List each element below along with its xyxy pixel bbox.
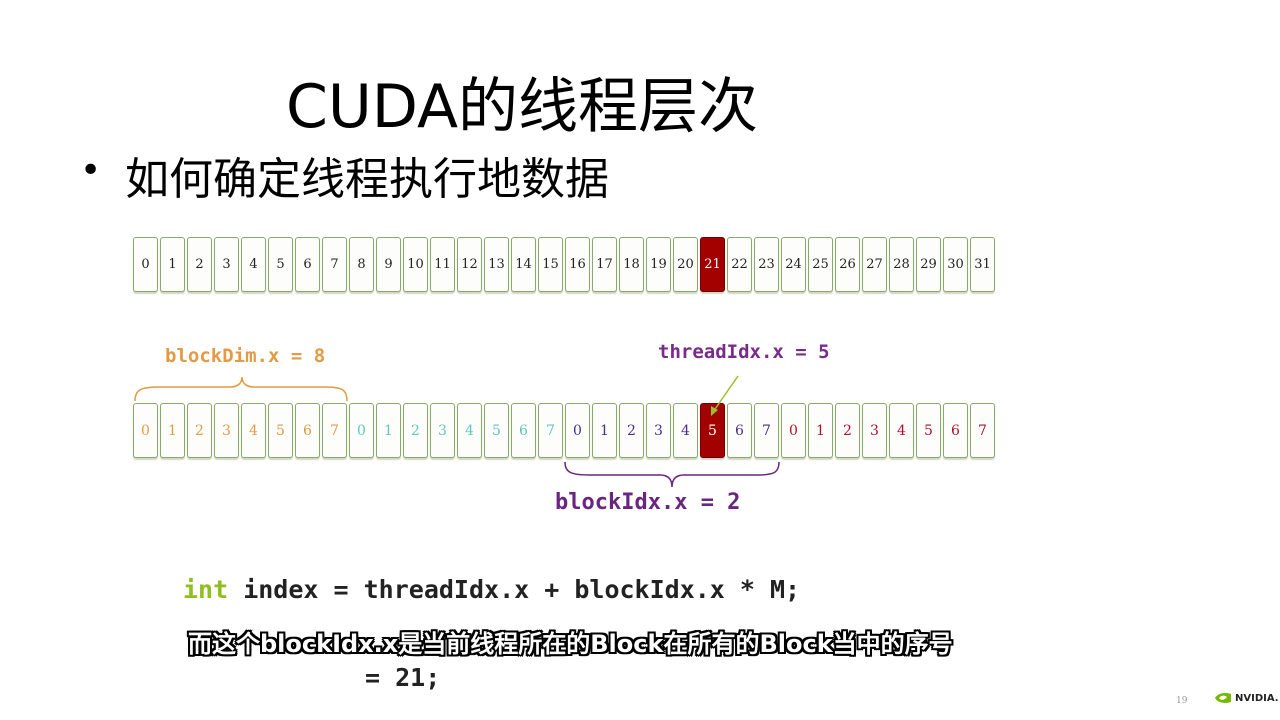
global-thread-cell: 22 (727, 237, 752, 292)
block-thread-cell: 2 (835, 403, 860, 458)
global-thread-cell: 29 (916, 237, 941, 292)
global-thread-cell: 30 (943, 237, 968, 292)
global-thread-cell: 23 (754, 237, 779, 292)
block-thread-cell: 0 (133, 403, 158, 458)
block-thread-cell: 5 (484, 403, 509, 458)
global-thread-cell: 15 (538, 237, 563, 292)
block-thread-cell: 6 (943, 403, 968, 458)
block-thread-cell: 6 (295, 403, 320, 458)
nvidia-eye-icon (1215, 693, 1231, 703)
global-thread-cell: 11 (430, 237, 455, 292)
global-thread-cell: 16 (565, 237, 590, 292)
block-thread-cell: 4 (457, 403, 482, 458)
global-thread-cell: 9 (376, 237, 401, 292)
code-line-result: = 21; (365, 663, 441, 692)
block-thread-cell: 6 (511, 403, 536, 458)
slide-title: CUDA的线程层次 (286, 72, 759, 142)
block-thread-cell: 0 (349, 403, 374, 458)
global-thread-cell: 25 (808, 237, 833, 292)
global-thread-cell: 10 (403, 237, 428, 292)
block-thread-cell: 6 (727, 403, 752, 458)
block-thread-cell: 7 (538, 403, 563, 458)
block-thread-cell: 4 (241, 403, 266, 458)
block-thread-cell: 4 (889, 403, 914, 458)
global-thread-cell: 27 (862, 237, 887, 292)
block-thread-cell: 5 (268, 403, 293, 458)
global-thread-cell: 20 (673, 237, 698, 292)
block-thread-cell: 7 (970, 403, 995, 458)
block-thread-cell: 2 (187, 403, 212, 458)
global-thread-cell: 21 (700, 237, 725, 292)
global-thread-cell: 2 (187, 237, 212, 292)
page-number: 19 (1176, 696, 1188, 706)
block-thread-cell: 3 (214, 403, 239, 458)
global-thread-cell: 8 (349, 237, 374, 292)
block-thread-cell: 0 (565, 403, 590, 458)
global-thread-cell: 4 (241, 237, 266, 292)
block-idx-label: blockIdx.x = 2 (555, 490, 741, 515)
global-thread-cell: 18 (619, 237, 644, 292)
global-thread-cell: 31 (970, 237, 995, 292)
code-line-index: int index = threadIdx.x + blockIdx.x * M… (183, 575, 800, 604)
bullet-text: 如何确定线程执行地数据 (125, 154, 609, 205)
global-thread-cell: 0 (133, 237, 158, 292)
global-thread-cell: 6 (295, 237, 320, 292)
block-dim-label: blockDim.x = 8 (165, 345, 326, 367)
nvidia-logo-text: NVIDIA. (1235, 692, 1279, 704)
block-thread-cell: 3 (430, 403, 455, 458)
block-thread-cell: 5 (700, 403, 725, 458)
thread-idx-label: threadIdx.x = 5 (658, 341, 830, 363)
global-thread-cell: 7 (322, 237, 347, 292)
bullet-point-icon: • (80, 150, 102, 191)
global-thread-cell: 5 (268, 237, 293, 292)
block-thread-cell: 5 (916, 403, 941, 458)
global-thread-cell: 12 (457, 237, 482, 292)
block-thread-cell: 1 (160, 403, 185, 458)
block-thread-cell: 0 (781, 403, 806, 458)
block-thread-cell: 2 (619, 403, 644, 458)
global-thread-cell: 19 (646, 237, 671, 292)
global-thread-cell: 3 (214, 237, 239, 292)
block-thread-cell: 1 (376, 403, 401, 458)
code-expression: index = threadIdx.x + blockIdx.x * M; (228, 575, 801, 604)
block-thread-cell: 1 (808, 403, 833, 458)
block-thread-cell: 7 (754, 403, 779, 458)
global-thread-cell: 1 (160, 237, 185, 292)
block-thread-cell: 4 (673, 403, 698, 458)
block-thread-cell: 3 (862, 403, 887, 458)
global-thread-cell: 14 (511, 237, 536, 292)
block-thread-cell: 7 (322, 403, 347, 458)
global-thread-cell: 17 (592, 237, 617, 292)
global-thread-cell: 24 (781, 237, 806, 292)
global-thread-cell: 26 (835, 237, 860, 292)
global-thread-cell: 13 (484, 237, 509, 292)
block-dim-brace (134, 376, 348, 402)
block-thread-cell: 3 (646, 403, 671, 458)
block-thread-cell: 1 (592, 403, 617, 458)
code-keyword: int (183, 575, 229, 604)
nvidia-logo: NVIDIA. (1214, 692, 1279, 704)
global-thread-cell: 28 (889, 237, 914, 292)
block-thread-cell: 2 (403, 403, 428, 458)
video-subtitle: 而这个blockIdx.x是当前线程所在的Block在所有的Block当中的序号 (188, 630, 953, 658)
block-idx-brace (564, 461, 780, 488)
